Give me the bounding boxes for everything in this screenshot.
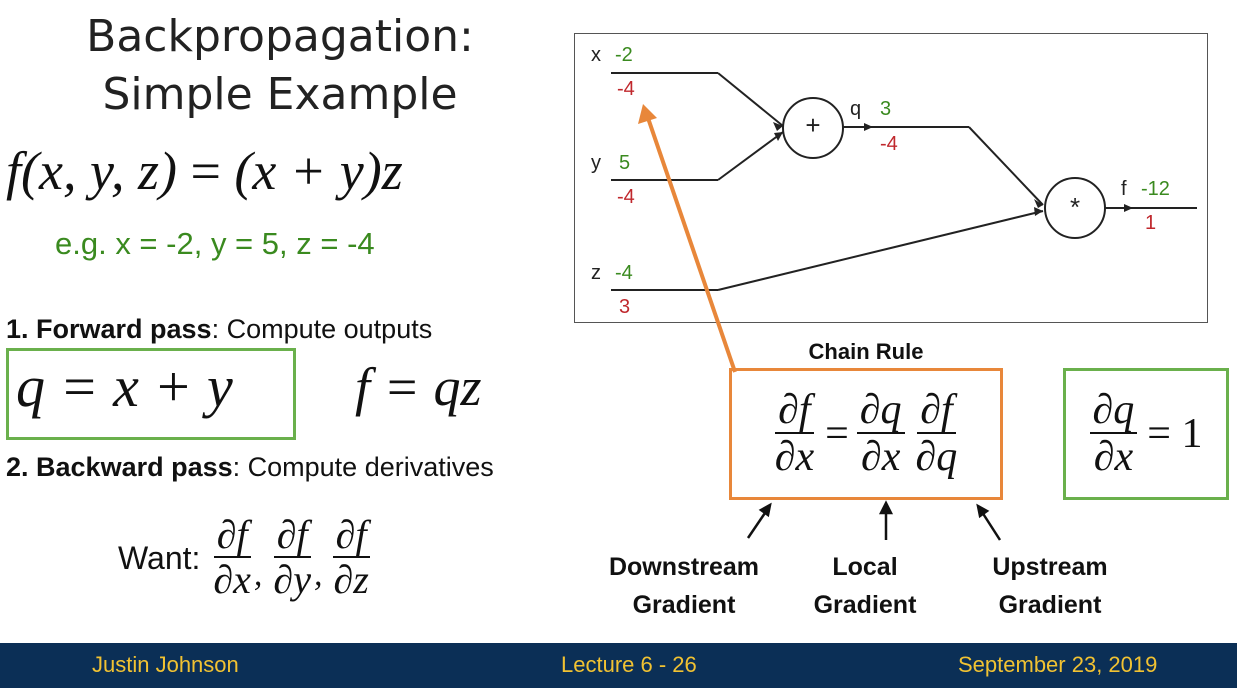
q-edge-diag <box>968 126 1044 206</box>
footer-author: Justin Johnson <box>92 652 239 677</box>
q-out-arrowhead <box>864 123 873 131</box>
q-arrowhead <box>1034 199 1043 208</box>
backward-pass-heading: 2. Backward pass: Compute derivatives <box>6 452 494 483</box>
z-edge-diag <box>717 210 1044 291</box>
q-label: q <box>850 98 862 120</box>
local-gradient-box: ∂q∂x = 1 <box>1063 368 1229 500</box>
local-arrowhead <box>878 500 894 515</box>
x-edge-diag <box>717 72 784 127</box>
chain-lhs-df-dx: ∂f∂x <box>774 386 815 480</box>
z-arrowhead <box>1034 207 1043 216</box>
function-rhs: (x + y)z <box>234 141 403 201</box>
function-lhs: f(x, y, z) <box>6 141 177 201</box>
slide-title: Backpropagation: Simple Example <box>40 8 520 124</box>
y-arrowhead <box>774 132 783 141</box>
f-forward-value: -12 <box>1141 178 1170 200</box>
gradient-pointer-arrows <box>746 500 1002 541</box>
downstream-arrowhead <box>758 502 772 518</box>
title-line-2: Simple Example <box>102 69 458 120</box>
q-equation: q = x + y <box>16 354 233 419</box>
f-label: f <box>1121 178 1127 200</box>
plus-node-label: + <box>805 110 821 140</box>
chain-rule-title: Chain Rule <box>808 339 924 364</box>
q-gradient-value: -4 <box>880 133 898 155</box>
downstream-arrow-line <box>746 509 769 539</box>
want-row: Want: ∂f∂x , ∂f∂y , ∂f∂z <box>118 508 372 608</box>
graph-edges <box>611 72 1197 291</box>
y-forward-value: 5 <box>619 152 631 174</box>
want-label: Want: <box>118 539 201 576</box>
chain-df-dq: ∂f∂q <box>915 386 958 480</box>
z-forward-value: -4 <box>615 262 633 284</box>
want-df-dx: ∂f∂x <box>213 512 251 602</box>
z-gradient-value: 3 <box>619 296 631 318</box>
x-gradient-value: -4 <box>617 78 635 100</box>
q-equation-box <box>6 348 296 440</box>
footer-date: September 23, 2019 <box>958 652 1158 677</box>
x-arrowhead <box>773 122 783 131</box>
x-forward-value: -2 <box>615 44 633 66</box>
x-label: x <box>591 44 601 66</box>
function-equals: = <box>190 141 221 201</box>
backward-pass-bold: 2. Backward pass <box>6 452 233 482</box>
q-forward-value: 3 <box>880 98 892 120</box>
z-label: z <box>591 262 601 284</box>
upstream-arrow-line <box>980 511 1002 541</box>
chain-dq-dx: ∂q∂x <box>856 388 905 480</box>
want-df-dz: ∂f∂z <box>332 512 370 602</box>
example-values: e.g. x = -2, y = 5, z = -4 <box>55 226 375 261</box>
f-equation: f = qz <box>355 357 482 417</box>
downstream-gradient-label: Downstream Gradient <box>608 553 760 619</box>
slide-footer: Justin Johnson Lecture 6 - 26 September … <box>0 643 1237 688</box>
upstream-arrowhead <box>976 503 990 519</box>
backward-pass-text: : Compute derivatives <box>232 452 494 482</box>
chain-equals: = <box>825 411 849 457</box>
local-equals-one: = 1 <box>1147 411 1203 457</box>
upstream-gradient-label: Upstream Gradient <box>992 553 1108 619</box>
mul-node-label: * <box>1069 192 1081 222</box>
title-line-1: Backpropagation: <box>86 11 474 62</box>
f-gradient-value: 1 <box>1145 212 1157 234</box>
local-gradient-label: Local Gradient <box>813 553 917 619</box>
f-out-arrowhead <box>1124 204 1133 212</box>
y-label: y <box>591 152 601 174</box>
local-dq-dx: ∂q∂x <box>1089 388 1138 480</box>
footer-lecture: Lecture 6 - 26 <box>561 652 697 677</box>
want-df-dy: ∂f∂y <box>273 512 311 602</box>
forward-pass-text: : Compute outputs <box>211 314 433 344</box>
function-definition: f(x, y, z) = (x + y)z <box>6 140 403 202</box>
chain-rule-box: ∂f∂x = ∂q∂x ∂f∂q <box>729 368 1003 500</box>
forward-pass-bold: 1. Forward pass <box>6 314 212 344</box>
forward-pass-heading: 1. Forward pass: Compute outputs <box>6 314 432 345</box>
y-gradient-value: -4 <box>617 186 635 208</box>
